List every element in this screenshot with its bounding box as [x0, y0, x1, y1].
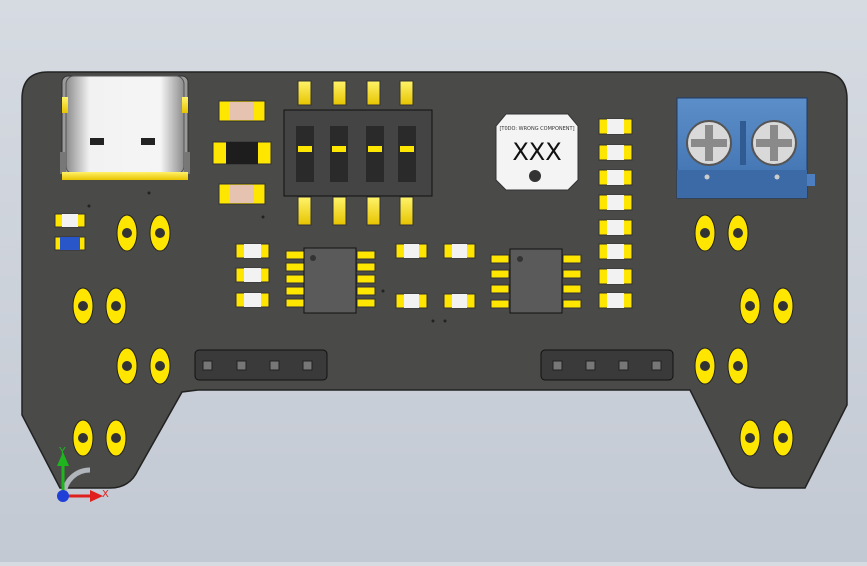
axis-triad-icon: Y X — [57, 445, 109, 502]
dip-switch-icon[interactable] — [283, 80, 433, 226]
buzzer[interactable]: [T0DO: WRONG COMPONENT] XXX — [495, 113, 579, 191]
axis-x-label: X — [102, 489, 109, 500]
buzzer-label: XXX — [512, 138, 561, 166]
passives-middle[interactable] — [395, 243, 476, 309]
resistor-r3[interactable] — [54, 213, 86, 228]
passives-middle-bodies — [404, 244, 467, 308]
passives-left-bodies — [244, 244, 261, 307]
through-hole-drills — [78, 228, 788, 443]
pin-header-left-icon[interactable] — [194, 349, 328, 381]
screw-terminal-icon[interactable] — [676, 97, 815, 199]
soic8-chip-u2-icon[interactable] — [490, 248, 582, 314]
resistor-r1[interactable] — [218, 100, 266, 122]
usb-c-connector-icon[interactable] — [60, 75, 190, 180]
capacitor-bodies — [607, 119, 624, 308]
soic8-chip-u1-icon[interactable] — [285, 247, 376, 314]
pcb-board — [21, 71, 848, 489]
inductor-l1[interactable] — [212, 141, 272, 165]
pin-header-right-icon[interactable] — [540, 349, 674, 381]
vias — [87, 191, 447, 323]
axis-y-label: Y — [58, 445, 66, 458]
led-d1[interactable] — [54, 236, 86, 251]
buzzer-ring-text: [T0DO: WRONG COMPONENT] — [499, 126, 574, 132]
resistor-r2[interactable] — [218, 183, 266, 205]
